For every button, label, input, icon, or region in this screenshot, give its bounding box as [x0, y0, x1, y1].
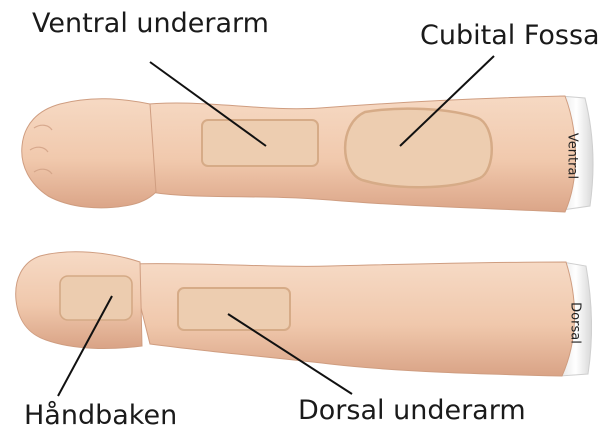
arm-ventral-fist	[22, 99, 156, 208]
label-side-dorsal: Dorsal	[569, 302, 582, 344]
label-side-ventral: Ventral	[566, 133, 579, 179]
pad-handbaken	[60, 276, 132, 320]
label-ventral-underarm: Ventral underarm	[32, 10, 269, 37]
label-dorsal-underarm: Dorsal underarm	[298, 397, 526, 424]
arm-ventral	[22, 96, 593, 212]
label-handbaken: Håndbaken	[24, 402, 177, 429]
pad-ventral-underarm	[202, 120, 318, 166]
label-cubital-fossa: Cubital Fossa	[420, 22, 600, 49]
pad-cubital-fossa	[345, 109, 492, 188]
pad-dorsal-underarm	[178, 288, 290, 330]
